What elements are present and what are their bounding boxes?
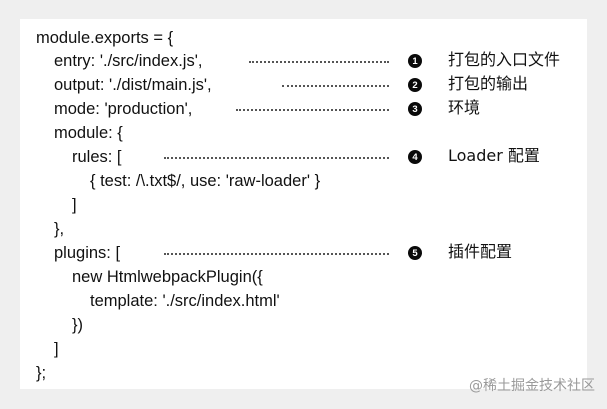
code-line-output: output: './dist/main.js', (54, 76, 212, 94)
code-line-plugin-close: }) (72, 316, 84, 334)
annotation-marker-4: 4 (408, 150, 422, 164)
leader-line-output (282, 85, 389, 87)
annotation-label-mode: 环境 (448, 98, 481, 117)
annotation-marker-1: 1 (408, 54, 422, 68)
code-snippet-card: module.exports = { entry: './src/index.j… (20, 19, 587, 389)
annotation-marker-3: 3 (408, 102, 422, 116)
code-line-exports-close: }; (36, 364, 47, 382)
code-line-module: module: { (54, 124, 123, 142)
code-line-new-plugin: new HtmlwebpackPlugin({ (72, 268, 263, 286)
code-line-template: template: './src/index.html' (90, 292, 280, 310)
annotation-label-entry: 打包的入口文件 (448, 50, 561, 69)
annotation-label-output: 打包的输出 (448, 74, 529, 93)
annotation-label-plugins: 插件配置 (448, 242, 513, 261)
code-line-module-close: }, (54, 220, 65, 238)
leader-line-entry (249, 61, 389, 63)
leader-line-plugins (164, 253, 389, 255)
annotation-marker-5: 5 (408, 246, 422, 260)
annotation-label-loader: Loader 配置 (448, 146, 540, 165)
code-line-entry: entry: './src/index.js', (54, 52, 203, 70)
code-line-plugins-close: ] (54, 340, 59, 358)
code-line-rule-object: { test: /\.txt$/, use: 'raw-loader' } (90, 172, 321, 190)
annotation-marker-2: 2 (408, 78, 422, 92)
leader-line-mode (236, 109, 389, 111)
code-line-mode: mode: 'production', (54, 100, 193, 118)
leader-line-rules (164, 157, 389, 159)
code-line-rules-close: ] (72, 196, 77, 214)
watermark: @稀土掘金技术社区 (469, 378, 595, 394)
code-line-module-exports: module.exports = { (36, 29, 174, 47)
code-line-rules: rules: [ (72, 148, 122, 166)
code-line-plugins: plugins: [ (54, 244, 121, 262)
